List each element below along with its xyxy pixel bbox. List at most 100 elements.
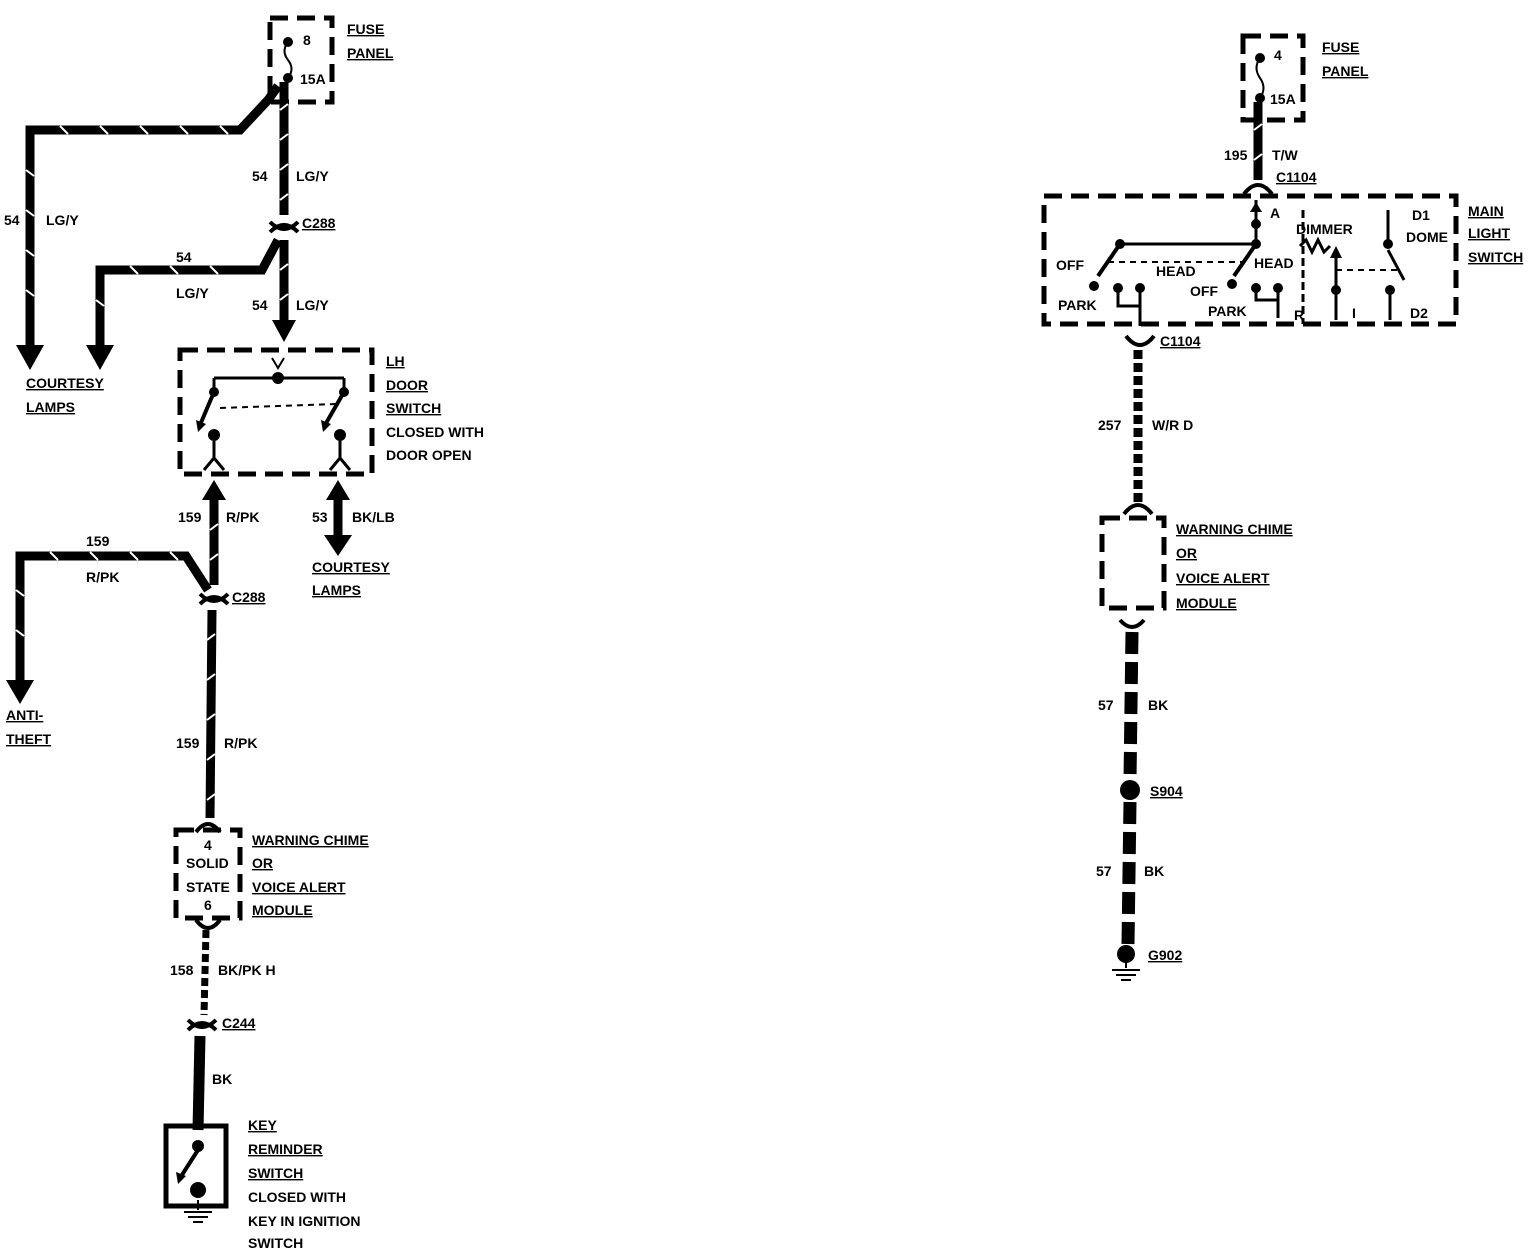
module-left-2: OR: [252, 855, 273, 871]
arrow-anti-theft: [6, 680, 34, 704]
wire-57-lower: [1121, 801, 1137, 945]
wire-158: [200, 929, 210, 1016]
lh-door-switch-5: DOOR OPEN: [386, 447, 472, 463]
ground-g902: G902: [1148, 947, 1182, 963]
fuse-box-right: [1240, 33, 1306, 123]
connector-c288-bottom: C288: [232, 589, 266, 605]
connector-c288-top: C288: [302, 215, 336, 231]
ground-icon-left: [184, 1200, 212, 1223]
c158-num: 158: [170, 962, 194, 978]
switch-i: I: [1352, 305, 1356, 321]
c54-left-num: 54: [4, 212, 20, 228]
courtesy-lamps-left-2: LAMPS: [26, 399, 75, 415]
c159-upper-color: R/PK: [226, 509, 259, 525]
main-light-switch-box: [1041, 193, 1459, 327]
c195-color: T/W: [1272, 147, 1298, 163]
fuse-panel-label-left-2: PANEL: [347, 45, 394, 61]
module-box-right: [1099, 515, 1167, 611]
connector-c1104-bottom-icon: [1124, 334, 1156, 347]
bk-label: BK: [212, 1071, 232, 1087]
switch-dimmer: DIMMER: [1296, 221, 1353, 237]
c159-upper-num: 159: [178, 509, 202, 525]
module-pin-6: 6: [204, 897, 212, 913]
module-left-4: MODULE: [252, 902, 313, 918]
arrow-courtesy-left: [16, 345, 44, 370]
anti-theft-2: THEFT: [6, 731, 52, 747]
c159-branch-num: 159: [86, 533, 110, 549]
courtesy-lamps-left-1: COURTESY: [26, 375, 104, 391]
c158-color: BK/PK H: [218, 962, 276, 978]
switch-d1: D1: [1412, 207, 1430, 223]
c195-num: 195: [1224, 147, 1248, 163]
courtesy-lamps-right-1: COURTESY: [312, 559, 390, 575]
switch-r: R: [1294, 307, 1304, 323]
c54-left-color: LG/Y: [46, 212, 79, 228]
switch-off-left: OFF: [1056, 257, 1084, 273]
c54-main-num: 54: [252, 168, 268, 184]
splice-s904-dot: [1120, 780, 1140, 800]
fuse-panel-label-right-2: PANEL: [1322, 63, 1369, 79]
wire-159-lower: [205, 609, 217, 819]
c257-num: 257: [1098, 417, 1122, 433]
fuse-rating-right: 15A: [1270, 91, 1296, 107]
fuse-icon: [1255, 57, 1265, 99]
wire-159-branch: [15, 551, 212, 680]
courtesy-lamps-right-2: LAMPS: [312, 582, 361, 598]
switch-head-left: HEAD: [1156, 263, 1196, 279]
c57-lower-color: BK: [1144, 863, 1164, 879]
c57-upper-num: 57: [1098, 697, 1114, 713]
switch-blade-left-icon: [1096, 242, 1122, 278]
module-box-left: [173, 827, 243, 921]
module-right-2: OR: [1176, 545, 1197, 561]
lh-door-switch-4: CLOSED WITH: [386, 424, 484, 440]
module-pin-4: 4: [204, 837, 212, 853]
key-switch-2: REMINDER: [248, 1141, 323, 1157]
main-light-switch-1: MAIN: [1468, 203, 1504, 219]
key-switch-1: KEY: [248, 1117, 277, 1133]
c257-color: W/R D: [1152, 417, 1193, 433]
key-switch-blade-icon: [178, 1148, 200, 1180]
connector-c244: C244: [222, 1015, 256, 1031]
c54-lower-color: LG/Y: [296, 297, 329, 313]
switch-park-left: PARK: [1058, 297, 1097, 313]
module-left-1: WARNING CHIME: [252, 832, 369, 848]
key-switch-6: SWITCH: [248, 1235, 303, 1250]
wire-57-upper: [1123, 631, 1139, 781]
lh-door-switch-2: DOOR: [386, 377, 428, 393]
c54-lower-num: 54: [252, 297, 268, 313]
fuse-box-left: [267, 15, 335, 105]
connector-c288-top-icon: [268, 220, 300, 234]
c54-branch-color: LG/Y: [176, 285, 209, 301]
connector-c1104-top: C1104: [1276, 169, 1317, 185]
wire-54-left-branch: [25, 83, 282, 345]
wire-54-branch: [95, 237, 282, 345]
arrow-courtesy-right: [324, 535, 352, 556]
ground-g902-dot: [1117, 945, 1135, 963]
fuse-number-left: 8: [303, 32, 311, 48]
lh-door-switch-3: SWITCH: [386, 400, 441, 416]
c159-lower-num: 159: [176, 735, 200, 751]
switch-off-right: OFF: [1190, 283, 1218, 299]
switch-blade-right-icon: [1232, 242, 1258, 278]
module-solid: SOLID: [186, 855, 229, 871]
splice-s904: S904: [1150, 783, 1183, 799]
connector-c1104-top-icon: [1242, 183, 1274, 196]
module-left-3: VOICE ALERT: [252, 879, 346, 895]
c57-upper-color: BK: [1148, 697, 1168, 713]
switch-d2: D2: [1410, 305, 1428, 321]
c54-main-color: LG/Y: [296, 168, 329, 184]
key-switch-4: CLOSED WITH: [248, 1189, 346, 1205]
arrow-courtesy-left-2: [86, 345, 114, 370]
c57-lower-num: 57: [1096, 863, 1112, 879]
fuse-panel-label-right-1: FUSE: [1322, 39, 1359, 55]
c54-branch-num: 54: [176, 249, 192, 265]
dimmer-resistor-icon: [1298, 236, 1332, 256]
connector-c244-icon: [186, 1018, 218, 1032]
fuse-rating-left: 15A: [300, 71, 326, 87]
fuse-icon: [283, 41, 293, 79]
c53-num: 53: [312, 509, 328, 525]
switch-blade-icon: [198, 391, 346, 426]
c53-color: BK/LB: [352, 509, 395, 525]
c159-lower-color: R/PK: [224, 735, 257, 751]
